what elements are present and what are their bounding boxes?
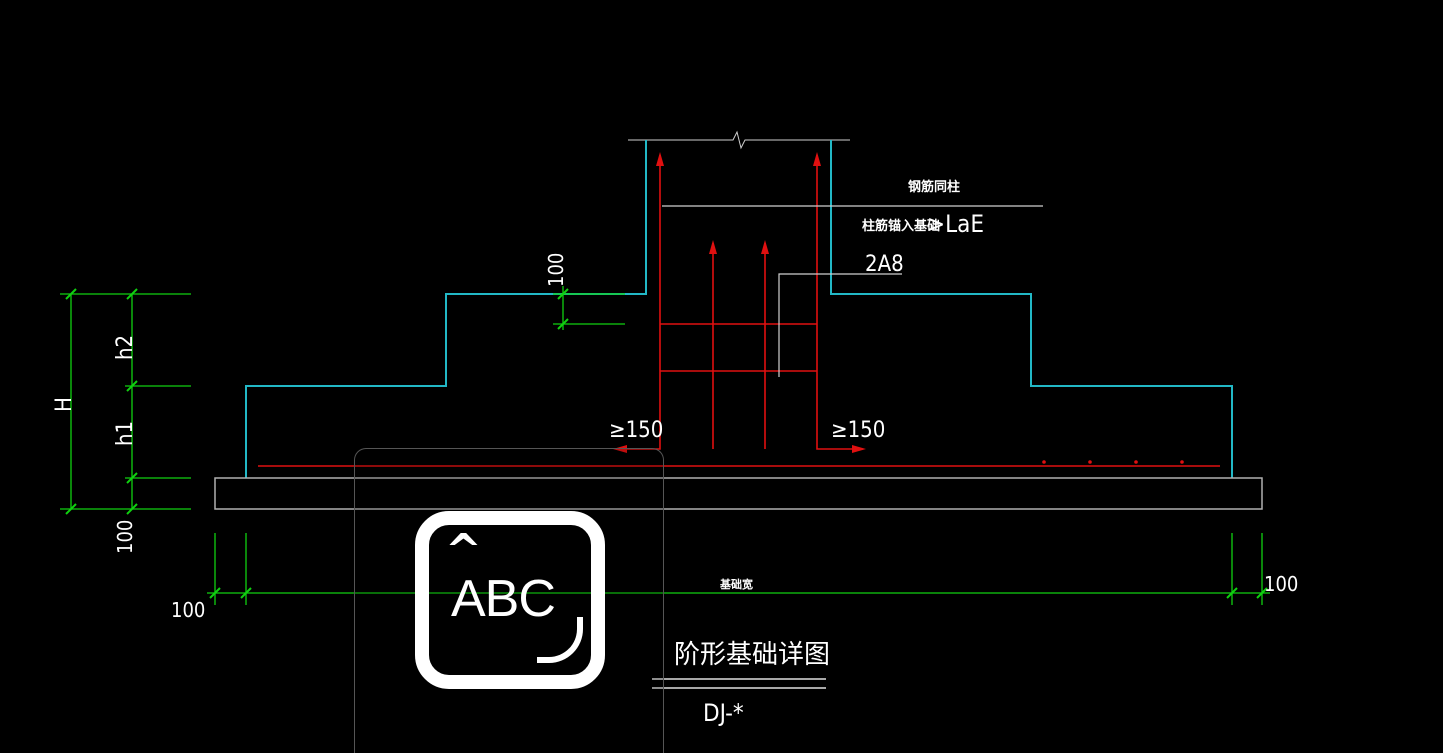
dim-left-offset: 100 xyxy=(171,598,205,622)
dim-top-step: 100 xyxy=(544,253,568,287)
dim-cushion: 100 xyxy=(113,520,137,554)
dimension-lines xyxy=(60,286,1270,605)
caret-glyph: ^ xyxy=(445,525,482,576)
rebar-group xyxy=(258,155,1220,467)
hook-mark xyxy=(537,617,583,663)
column-rebar-right xyxy=(816,155,863,450)
text-recognition-button[interactable]: ^ ABC xyxy=(354,448,664,753)
note-stirrups: 2A8 xyxy=(865,252,904,277)
foundation-outline-right xyxy=(830,140,1233,478)
dim-h1: h1 xyxy=(113,421,138,446)
note-min-left: ≥150 xyxy=(609,418,663,443)
dimension-ticks xyxy=(65,288,1268,599)
column-rebar-left xyxy=(616,155,661,450)
dim-H: H xyxy=(52,397,77,412)
note-rebar-same: 钢筋同柱 xyxy=(908,179,960,195)
dim-h2: h2 xyxy=(113,335,138,360)
cushion-layer xyxy=(214,477,1263,510)
text-recognition-icon: ^ ABC xyxy=(415,511,605,689)
rebar-arrowheads xyxy=(613,152,866,453)
foundation-outline xyxy=(245,140,647,478)
note-foundation-width: 基础宽 xyxy=(719,577,753,591)
title-underline xyxy=(652,678,826,689)
drawing-code: DJ-* xyxy=(703,699,744,727)
rebar-dots xyxy=(1042,460,1184,464)
break-line xyxy=(628,130,850,150)
note-min-right: ≥150 xyxy=(831,418,885,443)
dim-right-offset: 100 xyxy=(1264,572,1298,596)
note-column-anchor: 柱筋锚入基础 xyxy=(862,218,940,234)
drawing-title: 阶形基础详图 xyxy=(674,640,830,670)
note-anchor-length: >LaE xyxy=(927,210,984,238)
leader-lines xyxy=(662,205,1043,377)
